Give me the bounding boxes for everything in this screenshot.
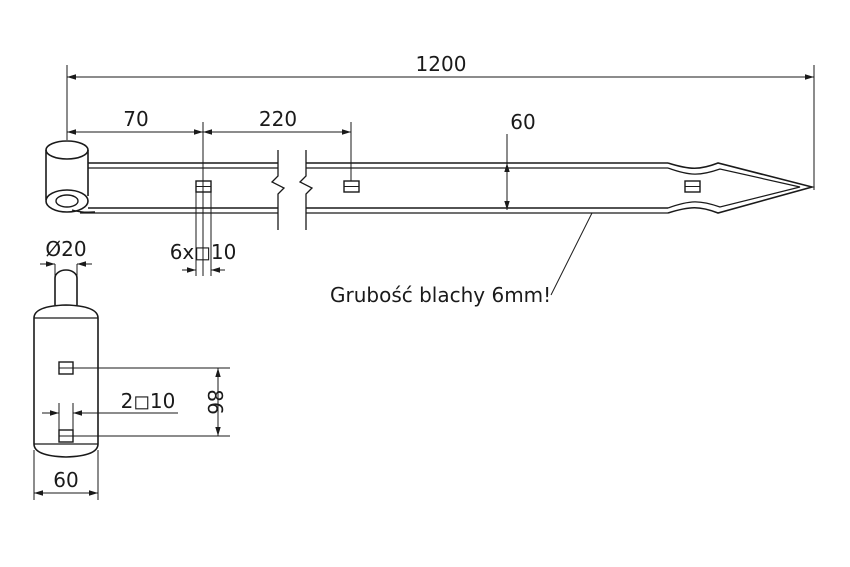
dimension-holes-spec: 6x◻10 bbox=[170, 192, 237, 276]
dimension-side-hole-spacing: 86 bbox=[73, 367, 230, 437]
side-plate bbox=[33, 304, 99, 458]
dimension-side-holes-spec: 2◻10 bbox=[42, 389, 178, 430]
dim-220-label: 220 bbox=[259, 107, 297, 131]
holes-spec-label: 6x◻10 bbox=[170, 240, 237, 264]
dim-1200-label: 1200 bbox=[416, 52, 467, 76]
side-view: Ø20 86 2◻10 bbox=[33, 237, 230, 500]
top-view: 1200 70 220 60 6x◻10 Grubość bbox=[45, 52, 816, 307]
dimension-hole-offsets: 70 220 bbox=[67, 107, 352, 276]
pin-diameter-label: Ø20 bbox=[45, 237, 86, 261]
side-hole-spacing-label: 86 bbox=[203, 389, 227, 414]
strap-holes bbox=[195, 180, 701, 193]
note-label: Grubość blachy 6mm! bbox=[330, 283, 551, 307]
dimension-side-width: 60 bbox=[33, 450, 99, 500]
side-pin: Ø20 bbox=[40, 237, 92, 305]
hinge-barrel bbox=[45, 140, 96, 213]
dim-60-label: 60 bbox=[510, 110, 535, 134]
side-holes-spec-label: 2◻10 bbox=[121, 389, 176, 413]
strap-body bbox=[80, 150, 816, 230]
thickness-note: Grubość blachy 6mm! bbox=[330, 212, 593, 307]
dimension-total-length: 1200 bbox=[66, 52, 815, 190]
dimension-strap-width: 60 bbox=[504, 110, 536, 210]
side-width-label: 60 bbox=[53, 468, 78, 492]
dim-70-label: 70 bbox=[123, 107, 148, 131]
